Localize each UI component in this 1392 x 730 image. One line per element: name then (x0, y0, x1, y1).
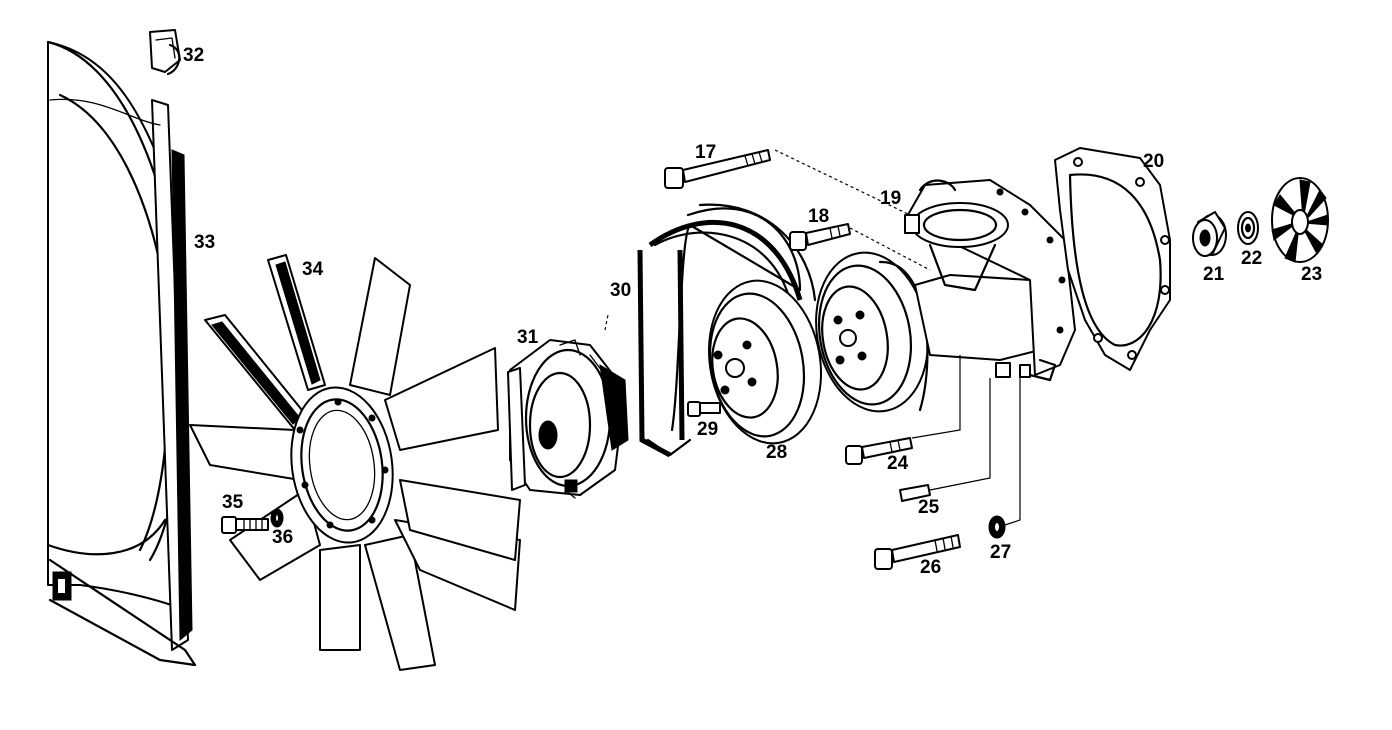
part-35-bolt (221, 516, 269, 534)
part-27-nut (988, 515, 1006, 539)
part-31-fan-clutch (507, 339, 629, 499)
callout-32: 32 (183, 45, 204, 66)
part-33-fan-shroud (46, 40, 197, 667)
callout-30: 30 (610, 280, 631, 301)
callout-31: 31 (517, 327, 539, 348)
leader-lines (604, 149, 1021, 526)
part-28-pulley (707, 279, 823, 445)
callout-33: 33 (194, 232, 215, 253)
part-22-seal (1237, 211, 1259, 245)
part-30-v-belts (637, 203, 817, 458)
callout-19: 19 (880, 188, 901, 209)
part-23-impeller (1271, 177, 1329, 263)
callout-18: 18 (808, 206, 829, 227)
callout-20: 20 (1143, 151, 1164, 172)
callout-23: 23 (1301, 264, 1322, 285)
callout-25: 25 (918, 497, 940, 518)
callout-26: 26 (920, 557, 941, 578)
callout-27: 27 (990, 542, 1011, 563)
callout-29: 29 (697, 419, 718, 440)
part-34-fan (189, 254, 521, 671)
callout-28: 28 (766, 442, 787, 463)
part-18-bolt (789, 223, 851, 251)
callout-34: 34 (302, 259, 324, 280)
part-20-gasket (1054, 147, 1171, 371)
callout-17: 17 (695, 142, 716, 163)
part-29-bolt (687, 401, 721, 417)
callout-35: 35 (222, 492, 244, 513)
part-36-washer (270, 508, 284, 528)
callout-labels: 32 33 34 35 36 31 30 29 28 17 18 19 20 2… (183, 45, 1322, 578)
part-17-bolt (664, 149, 771, 189)
part-26-bolt (874, 534, 961, 570)
water-pump-pulley (815, 251, 929, 413)
callout-36: 36 (272, 527, 293, 548)
callout-22: 22 (1241, 248, 1262, 269)
callout-21: 21 (1203, 264, 1225, 285)
part-21-bearing (1192, 211, 1227, 257)
callout-24: 24 (887, 453, 909, 474)
part-25-stud (899, 484, 931, 502)
part-19-water-pump (904, 179, 1076, 382)
part-32-clip (149, 29, 181, 76)
part-24-bolt (845, 437, 913, 465)
